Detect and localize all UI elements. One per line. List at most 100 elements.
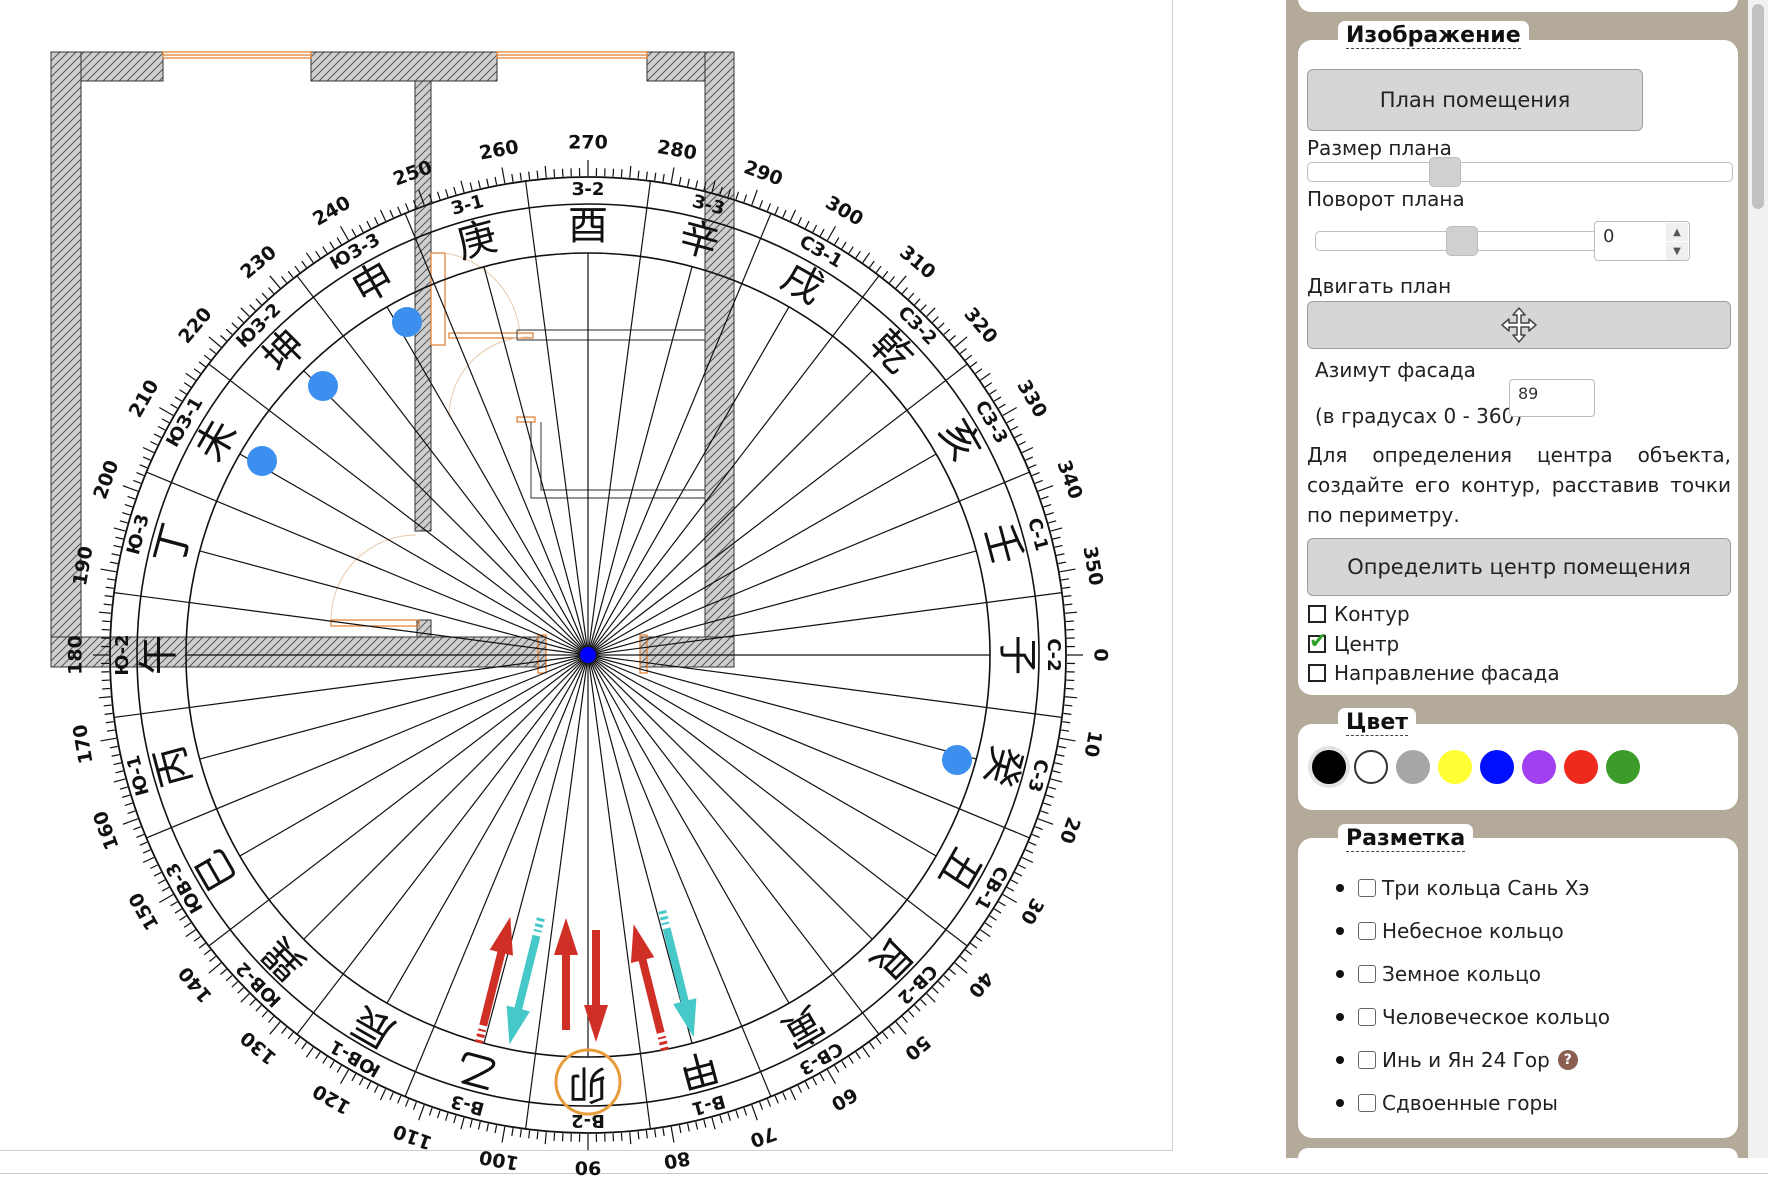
degree-tick: [124, 503, 133, 508]
degree-tick: [1065, 620, 1074, 623]
color-swatch[interactable]: [1606, 750, 1640, 784]
degree-tick: [366, 220, 372, 229]
floorplan-button[interactable]: План помещения: [1307, 69, 1643, 131]
mountain-glyph: 丙: [146, 741, 201, 792]
markup-option-checkbox[interactable]: [1358, 964, 1376, 983]
center-checkbox-row[interactable]: Центр: [1308, 629, 1399, 656]
color-panel: Цвет: [1298, 708, 1738, 810]
plan-size-slider[interactable]: [1307, 162, 1733, 182]
compass-sector-lines: [114, 181, 1062, 1129]
degree-tick: [629, 1132, 632, 1145]
sector-line: [587, 654, 1030, 839]
color-swatch[interactable]: [1522, 750, 1556, 784]
center-point[interactable]: [580, 647, 596, 663]
plan-rotation-input[interactable]: 0 ▲ ▼: [1594, 221, 1690, 261]
plan-rotation-slider-handle[interactable]: [1446, 226, 1478, 256]
plan-marker[interactable]: [942, 745, 972, 775]
markup-option[interactable]: Три кольца Сань Хэ: [1336, 866, 1610, 909]
degree-tick: [1056, 754, 1065, 757]
degree-tick: [133, 479, 142, 484]
degree-tick: [1043, 503, 1052, 508]
markup-option-checkbox[interactable]: [1358, 878, 1376, 897]
sector-line: [587, 550, 977, 656]
degree-tick: [469, 182, 473, 191]
spin-up-icon[interactable]: ▲: [1666, 223, 1688, 241]
degree-tick: [888, 1026, 895, 1034]
degree-tick: [209, 955, 217, 962]
contour-checkbox-row[interactable]: Контур: [1308, 602, 1410, 626]
degree-tick: [1050, 527, 1063, 532]
degree-tick: [993, 396, 1002, 402]
degree-tick: [882, 1032, 889, 1040]
plan-markers[interactable]: [247, 307, 972, 775]
compass-canvas[interactable]: [0, 0, 1172, 1150]
markup-option-label: Сдвоенные горы: [1382, 1090, 1558, 1115]
markup-option[interactable]: Сдвоенные горы: [1336, 1081, 1610, 1124]
degree-tick: [445, 1112, 449, 1121]
spin-down-icon[interactable]: ▼: [1666, 242, 1688, 260]
degree-tick: [759, 200, 764, 209]
sector-line: [587, 266, 693, 656]
degree-tick: [287, 270, 294, 278]
degree-tick: [975, 368, 983, 374]
color-swatch[interactable]: [1354, 750, 1388, 784]
markup-option-label: Земное кольцо: [1382, 961, 1541, 986]
sector-line: [587, 654, 790, 1004]
mountain-code: З-2: [572, 179, 605, 200]
degree-tick: [620, 1132, 623, 1141]
degree-tick: [932, 316, 939, 323]
plan-marker[interactable]: [392, 307, 422, 337]
color-swatch[interactable]: [1312, 750, 1346, 784]
markup-option-checkbox[interactable]: [1358, 1007, 1376, 1026]
plan-marker[interactable]: [308, 371, 338, 401]
move-plan-button[interactable]: [1307, 301, 1731, 349]
degree-tick: [1037, 485, 1054, 492]
markup-option-checkbox[interactable]: [1358, 921, 1376, 940]
degree-tick: [185, 929, 196, 938]
markup-option[interactable]: Земное кольцо: [1336, 952, 1610, 995]
floor-plan: [50, 51, 735, 674]
luopan-compass[interactable]: 0102030405060708090100110120130140150160…: [0, 0, 1172, 1196]
help-icon[interactable]: ?: [1557, 1049, 1578, 1070]
sector-line: [296, 654, 589, 1035]
plan-marker[interactable]: [247, 446, 277, 476]
degree-tick: [654, 172, 657, 181]
degree-tick: [268, 1016, 275, 1023]
find-center-button[interactable]: Определить центр помещения: [1307, 538, 1731, 596]
degree-tick: [157, 425, 166, 431]
degree-tick: [980, 929, 991, 938]
markup-option[interactable]: Инь и Ян 24 Гор?: [1336, 1038, 1610, 1081]
degree-tick: [774, 1095, 779, 1104]
facade-azimuth-input[interactable]: 89: [1509, 379, 1595, 417]
degree-tick: [174, 396, 183, 402]
degree-tick: [1058, 561, 1067, 565]
plan-size-slider-handle[interactable]: [1429, 157, 1461, 187]
markup-option[interactable]: Человеческое кольцо: [1336, 995, 1610, 1038]
degree-tick: [901, 1016, 908, 1023]
facade-direction-checkbox[interactable]: [1308, 664, 1326, 682]
degree-tick: [662, 173, 665, 182]
center-checkbox[interactable]: [1308, 629, 1327, 654]
degree-tick: [418, 189, 425, 206]
markup-option[interactable]: Небесное кольцо: [1336, 909, 1610, 952]
color-swatch[interactable]: [1438, 750, 1472, 784]
color-swatch[interactable]: [1564, 750, 1598, 784]
markup-option-checkbox[interactable]: [1358, 1050, 1376, 1069]
facade-direction-checkbox-row[interactable]: Направление фасада: [1308, 661, 1560, 685]
degree-tick: [804, 1081, 810, 1090]
degree-tick: [150, 440, 158, 446]
color-swatch[interactable]: [1480, 750, 1514, 784]
sidebar-scrollbar-thumb[interactable]: [1752, 4, 1764, 209]
color-swatch[interactable]: [1396, 750, 1430, 784]
degree-tick: [937, 322, 945, 329]
sidebar-scrollbar[interactable]: [1748, 0, 1768, 1158]
degree-label: 230: [236, 241, 281, 283]
degree-tick: [553, 169, 556, 178]
facade-arrow-dash: [533, 917, 545, 933]
sector-line: [146, 471, 589, 656]
markup-option-checkbox[interactable]: [1358, 1093, 1376, 1112]
contour-checkbox[interactable]: [1308, 605, 1326, 623]
degree-tick: [127, 495, 136, 500]
degree-tick: [1014, 871, 1023, 877]
sector-line: [587, 306, 790, 656]
